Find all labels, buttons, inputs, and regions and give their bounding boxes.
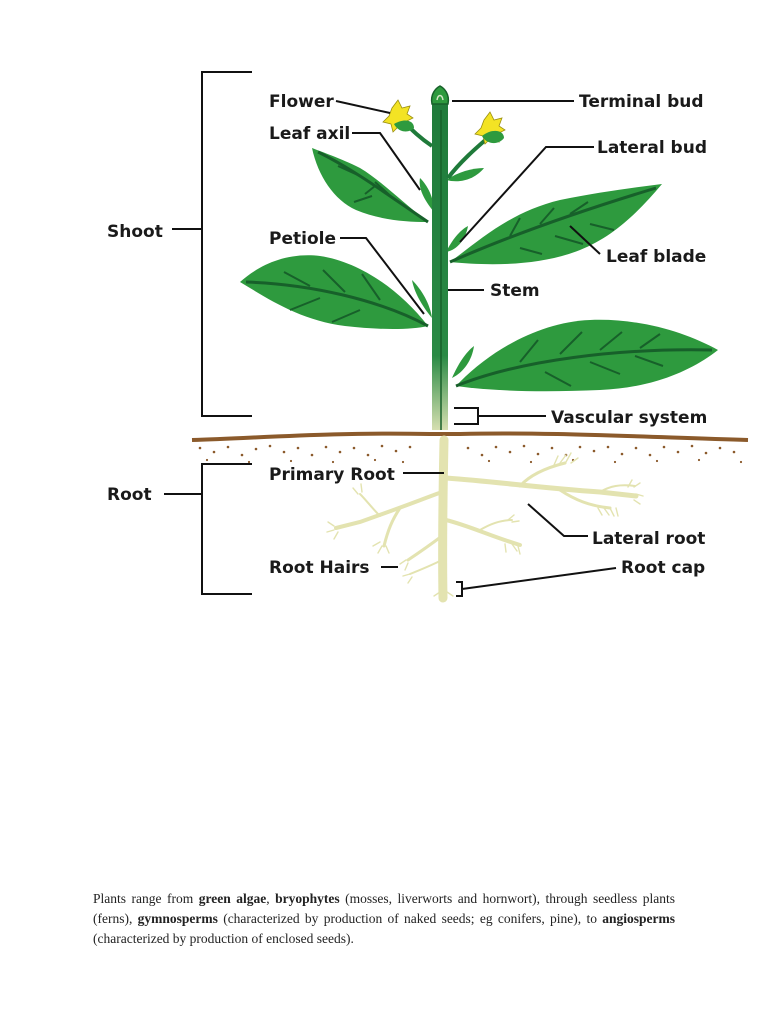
primary-root bbox=[438, 435, 449, 603]
label-petiole: Petiole bbox=[269, 229, 336, 249]
soil-dots bbox=[198, 444, 743, 464]
caption-text: (mosses, liverworts and hornwort), throu… bbox=[93, 890, 676, 926]
label-leaf-blade: Leaf blade bbox=[606, 247, 706, 267]
label-primary-root: Primary Root bbox=[269, 465, 395, 485]
term-green-algae: green algae bbox=[198, 890, 267, 906]
flower-right bbox=[474, 111, 506, 145]
label-leaf-axil: Leaf axil bbox=[269, 124, 350, 144]
label-vascular-system: Vascular system bbox=[551, 408, 707, 428]
label-lateral-bud: Lateral bud bbox=[597, 138, 707, 158]
label-root-cap: Root cap bbox=[621, 558, 705, 578]
shoot-bracket bbox=[172, 71, 252, 417]
root-system bbox=[334, 435, 639, 603]
lateral-root-left bbox=[334, 490, 444, 530]
label-root-hairs: Root Hairs bbox=[269, 558, 370, 578]
label-stem: Stem bbox=[490, 281, 540, 301]
lateral-root-right bbox=[443, 475, 639, 499]
caption-text: (characterized by production of enclosed… bbox=[93, 930, 354, 946]
label-terminal-bud: Terminal bud bbox=[579, 92, 704, 112]
term-bryophytes: bryophytes bbox=[275, 890, 340, 906]
caption-paragraph: Plants range from green algae, bryophyte… bbox=[93, 889, 675, 949]
soil-layer bbox=[191, 431, 749, 464]
flower-left bbox=[382, 99, 414, 133]
caption-text: Plants range from bbox=[93, 890, 199, 906]
root-bracket bbox=[164, 463, 252, 595]
label-flower: Flower bbox=[269, 92, 334, 112]
leaves bbox=[240, 148, 718, 392]
label-shoot: Shoot bbox=[107, 222, 163, 242]
term-angiosperms: angiosperms bbox=[602, 910, 675, 926]
label-root: Root bbox=[107, 485, 152, 505]
root-hairs bbox=[326, 452, 644, 597]
leader-lines bbox=[335, 100, 617, 597]
caption-text: (characterized by production of naked se… bbox=[217, 910, 603, 926]
plant-anatomy-diagram: Flower Terminal bud Leaf axil Lateral bu… bbox=[107, 71, 749, 603]
caption-text: , bbox=[266, 890, 276, 906]
stem bbox=[432, 92, 448, 430]
term-gymnosperms: gymnosperms bbox=[137, 910, 218, 926]
label-lateral-root: Lateral root bbox=[592, 529, 705, 549]
